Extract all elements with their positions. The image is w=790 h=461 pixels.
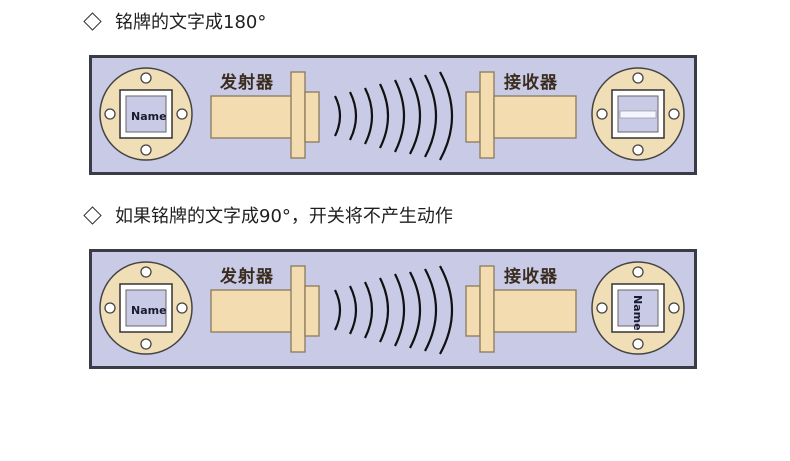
signal-waves-icon [334, 265, 454, 355]
receiver-label: 接收器 [504, 73, 558, 93]
left-disc-icon [99, 261, 193, 355]
diamond-bullet-icon [83, 205, 102, 225]
caption-90-text: 如果铭牌的文字成90°，开关将不产生动作 [115, 206, 453, 227]
diagram-180-graphic [99, 67, 685, 161]
diagram-90-graphic [99, 261, 685, 355]
caption-180: 铭牌的文字成180° [83, 8, 267, 34]
signal-waves-icon [334, 71, 454, 161]
transmitter-label: 发射器 [220, 73, 274, 93]
diamond-bullet-icon [83, 11, 102, 31]
nameplate-text-left: Name [131, 304, 167, 317]
receiver-body-icon [465, 265, 577, 353]
transmitter-body-icon [210, 265, 320, 353]
transmitter-label: 发射器 [220, 267, 274, 287]
caption-180-text: 铭牌的文字成180° [115, 12, 267, 33]
diagram-panel-90: 发射器 接收器 Name Name [89, 249, 697, 369]
nameplate-text-left: Name [131, 110, 167, 123]
receiver-label: 接收器 [504, 267, 558, 287]
receiver-body-icon [465, 71, 577, 159]
right-disc-icon [591, 67, 685, 161]
diagram-panel-180: 发射器 接收器 Name [89, 55, 697, 175]
caption-90: 如果铭牌的文字成90°，开关将不产生动作 [83, 202, 453, 228]
nameplate-text-right-rotated: Name [631, 295, 644, 331]
transmitter-body-icon [210, 71, 320, 159]
right-disc-icon [591, 261, 685, 355]
left-disc-icon [99, 67, 193, 161]
